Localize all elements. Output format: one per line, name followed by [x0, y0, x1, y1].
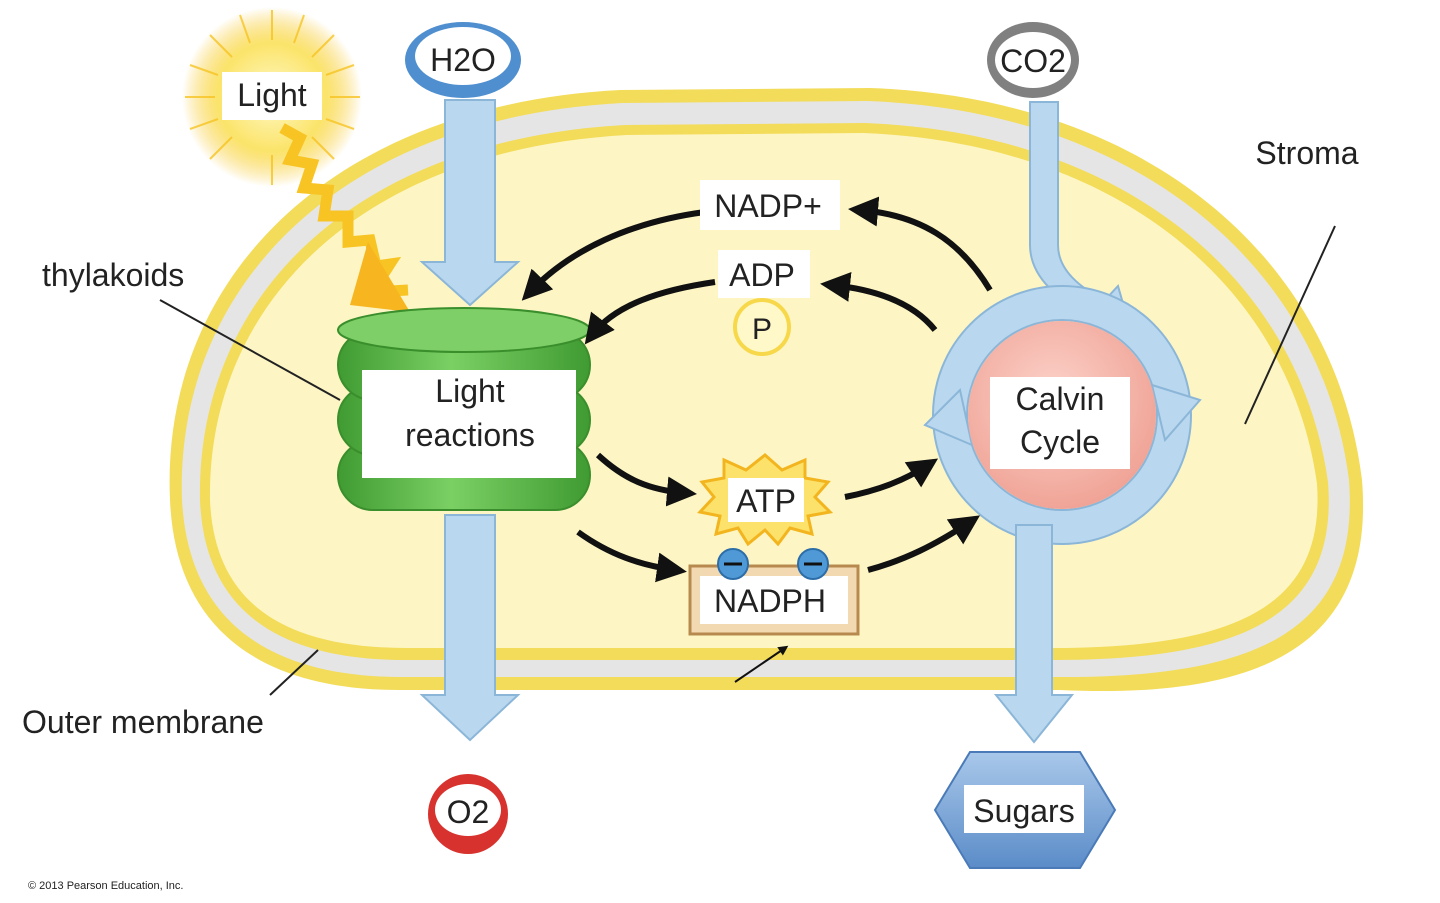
thylakoids-leader-line — [159, 299, 341, 401]
arrow-thylakoid-to-atp — [595, 452, 697, 507]
arrow-to-nadp — [848, 196, 993, 292]
arrow-to-adp — [820, 271, 938, 332]
phosphate-label: P — [752, 313, 772, 346]
light-label-box — [222, 72, 322, 120]
o2-flow-arrow — [419, 514, 521, 742]
stroma-leader-line — [1244, 225, 1336, 425]
calvin-cycle-label-line1: Calvin — [1016, 381, 1105, 417]
adp-label: ADP — [729, 257, 795, 293]
light-reactions-label-line1: Light — [435, 373, 505, 409]
outer-membrane-leader-line — [269, 649, 319, 696]
light-arrowhead — [350, 242, 410, 312]
sunlight: Light — [182, 7, 410, 312]
copyright-text: © 2013 Pearson Education, Inc. — [28, 880, 183, 892]
energy-carriers: ATP NADPH — [576, 452, 981, 683]
calvin-cycle-arrowhead-right — [1150, 383, 1202, 443]
stroma-label: Stroma — [1255, 135, 1358, 171]
callouts: Stroma thylakoids Outer membrane © 2013 … — [22, 135, 1359, 892]
light-wave-arrow — [279, 123, 409, 299]
arrow-nadph-to-calvin — [867, 515, 981, 573]
calvin-cycle-label-box — [990, 377, 1130, 469]
arrow-atp-to-calvin — [844, 458, 939, 500]
light-reactions-label-line2: reactions — [405, 417, 535, 453]
nadph-label: NADPH — [714, 583, 826, 619]
recycled-molecules: NADP+ ADP P — [521, 180, 993, 356]
nadp-label-box — [700, 180, 840, 230]
phosphate-icon — [733, 298, 791, 356]
co2-label: CO2 — [1000, 43, 1066, 79]
thylakoids-label: thylakoids — [42, 257, 184, 293]
o2-label: O2 — [447, 794, 490, 830]
adp-label-box — [718, 250, 810, 298]
sugars-label: Sugars — [973, 793, 1074, 829]
light-label: Light — [237, 77, 307, 113]
h2o-flow-arrow — [419, 99, 521, 307]
arrow-adp-to-thylakoid — [584, 279, 716, 345]
co2-input: CO2 — [987, 22, 1134, 337]
arrow-thylakoid-to-nadph — [576, 529, 687, 583]
nadp-plus-label: NADP+ — [714, 188, 822, 224]
atp-label-box — [728, 478, 804, 522]
thylakoid-stack: Light reactions — [337, 307, 591, 511]
o2-output: O2 — [419, 514, 521, 854]
arrow-nadp-to-thylakoid — [521, 209, 706, 301]
nadph-pointer — [734, 645, 789, 683]
atp-label: ATP — [736, 483, 796, 519]
h2o-label: H2O — [430, 42, 496, 78]
h2o-input: H2O — [405, 22, 521, 307]
sugars-output: Sugars — [933, 524, 1117, 869]
thylakoid-top-disc — [337, 307, 591, 353]
calvin-cycle-label-line2: Cycle — [1020, 424, 1100, 460]
light-reactions-box — [362, 370, 576, 478]
sugars-label-box — [964, 785, 1084, 833]
calvin-cycle: Calvin Cycle — [923, 285, 1202, 545]
outer-membrane-label: Outer membrane — [22, 704, 264, 740]
sugars-flow-arrow — [993, 524, 1075, 744]
calvin-cycle-arrowhead-left — [923, 387, 974, 447]
sun-rays-icon — [185, 10, 360, 185]
